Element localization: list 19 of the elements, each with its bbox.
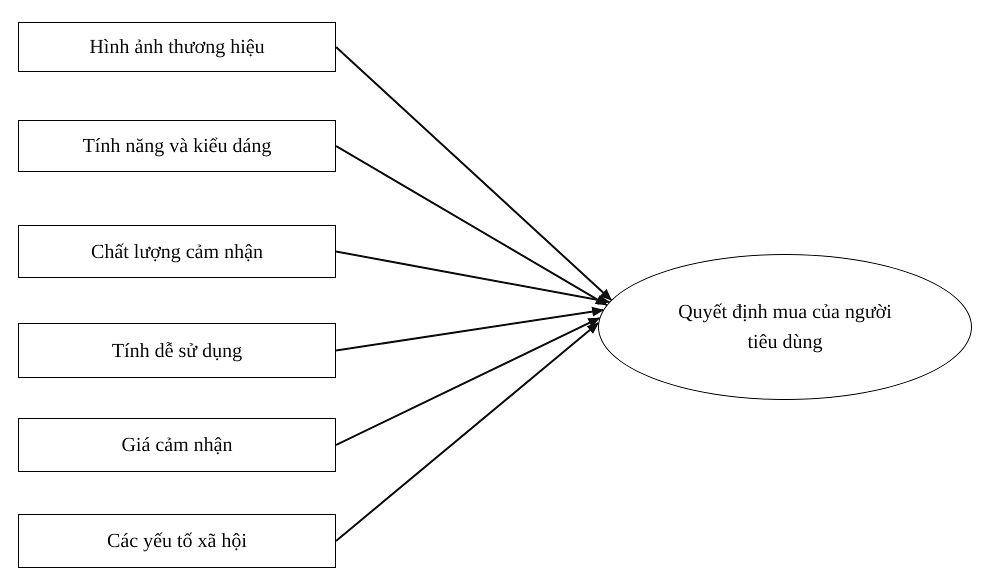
arrow (335, 322, 600, 542)
arrow (336, 250, 610, 305)
arrow (335, 46, 612, 301)
arrow (336, 317, 600, 446)
factor-label: Hình ảnh thương hiệu (88, 35, 266, 60)
factor-label: Chất lượng cảm nhận (90, 240, 264, 264)
factor-box (18, 514, 336, 568)
factor-box (18, 120, 336, 172)
arrow (336, 306, 604, 352)
arrow (336, 145, 608, 306)
factor-box (18, 225, 336, 278)
outcome-label: Quyết định mua của người tiêu dùng (677, 300, 893, 355)
factor-label: Các yếu tố xã hội (106, 529, 248, 554)
factor-box (18, 22, 336, 72)
factor-box (18, 418, 336, 472)
factor-label: Tính năng và kiểu dáng (82, 134, 272, 159)
factor-label: Tính dễ sử dụng (110, 338, 244, 364)
factor-label: Giá cảm nhận (120, 433, 234, 458)
factor-box (18, 323, 336, 378)
